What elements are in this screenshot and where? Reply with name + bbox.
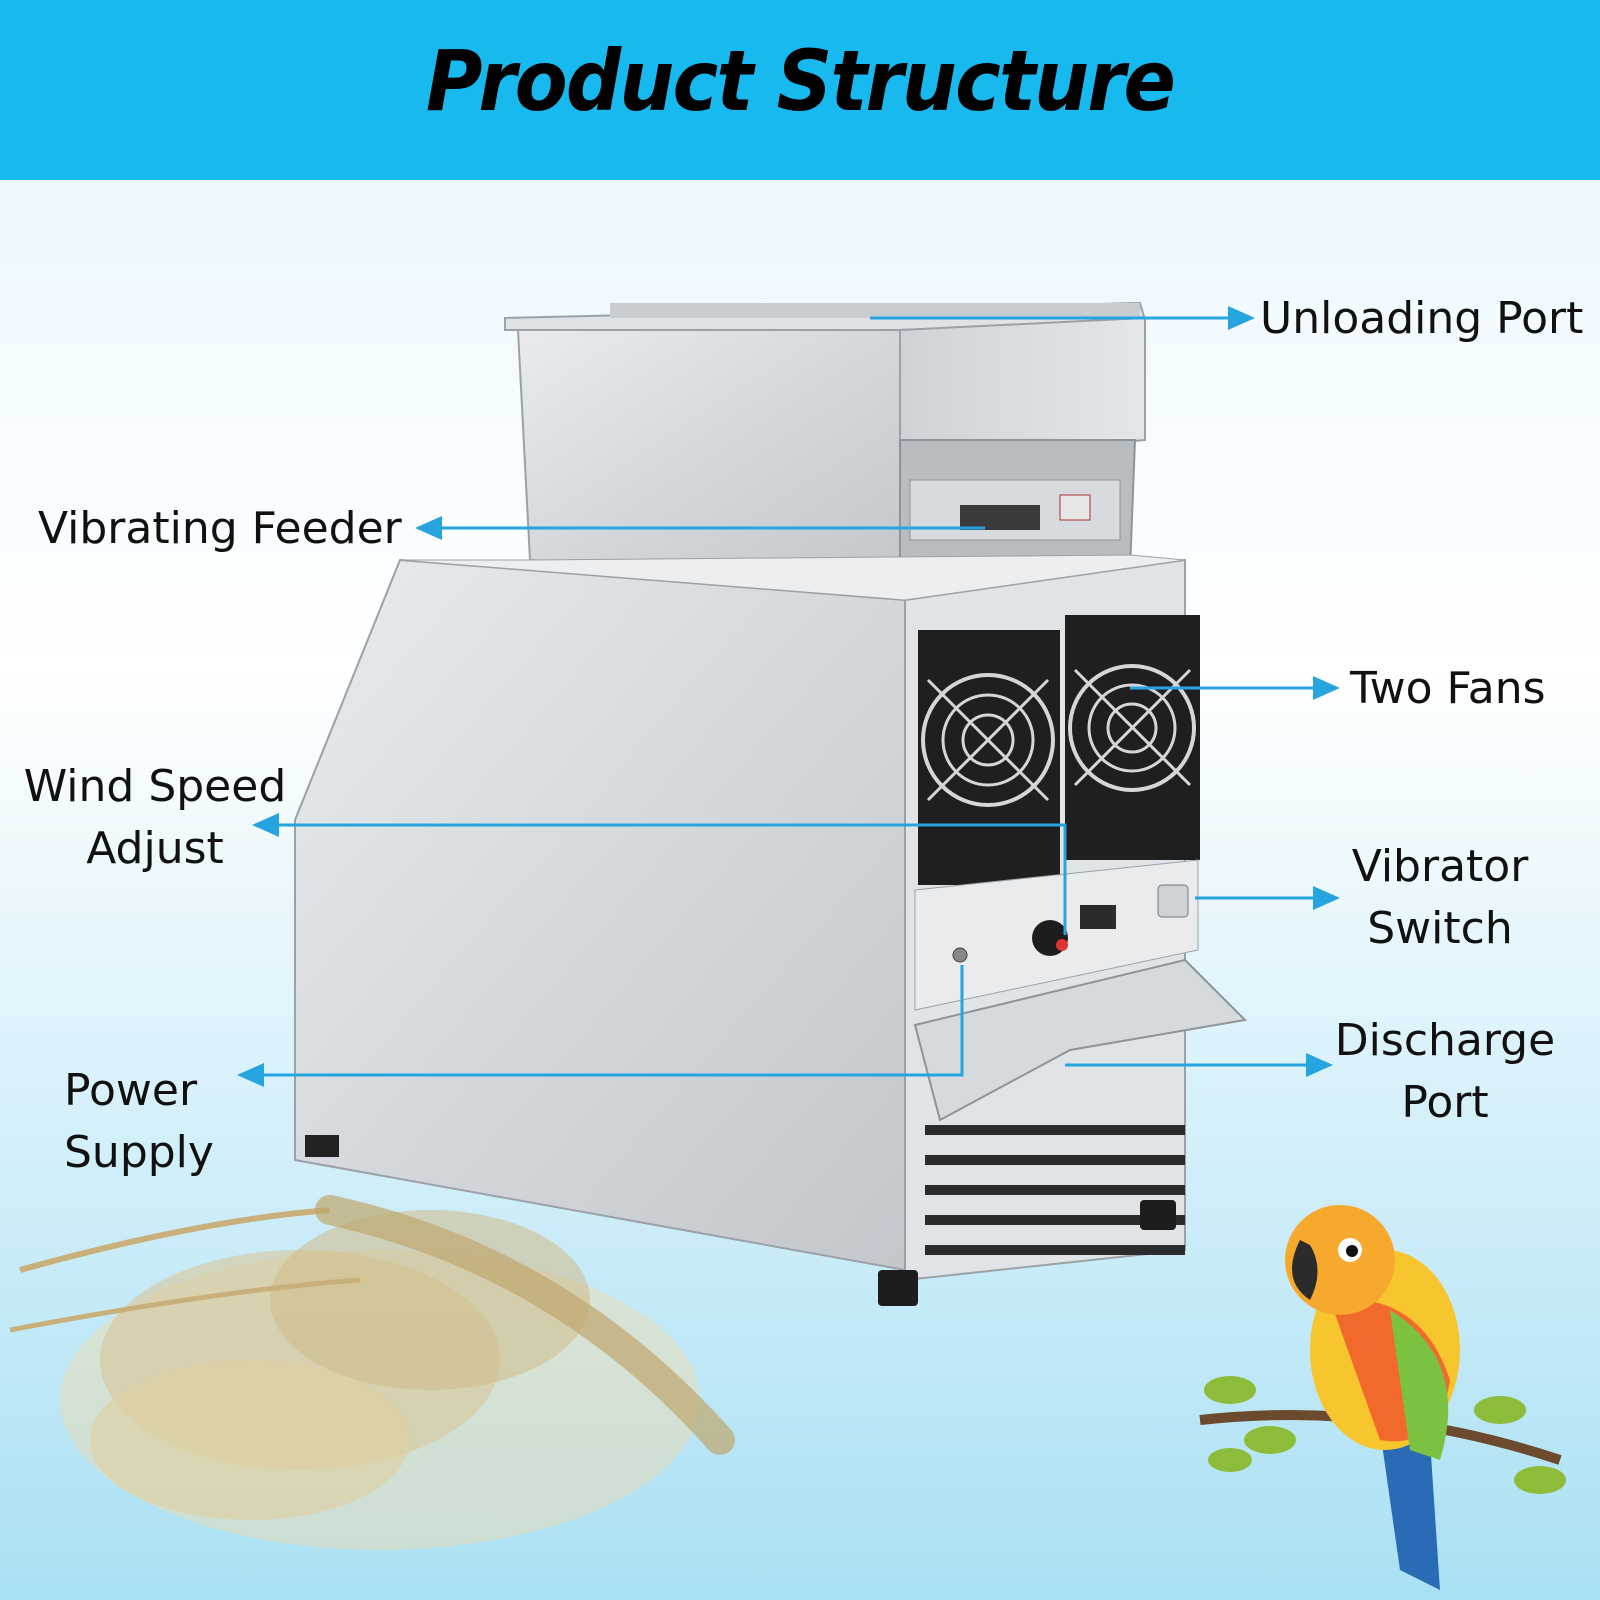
wheat-illustration: [9, 1195, 735, 1550]
label-line: Wind Speed: [23, 761, 287, 812]
label-line: Discharge: [1334, 1015, 1556, 1066]
fan-grille-icon: [918, 630, 1060, 885]
parrot-illustration: [1199, 1205, 1566, 1590]
label-two-fans: Two Fans: [1350, 663, 1546, 714]
label-line: Power: [64, 1065, 198, 1116]
label-power-supply: Power Supply: [64, 1060, 214, 1184]
label-line: Adjust: [86, 823, 224, 874]
label-line: Vibrator: [1351, 841, 1529, 892]
label-line: Switch: [1367, 903, 1513, 954]
label-wind-speed-adjust: Wind Speed Adjust: [20, 756, 290, 880]
seed-cleaning-machine: [294, 301, 1248, 1306]
rocker-switch-icon: [1157, 884, 1189, 918]
label-unloading-port: Unloading Port: [1260, 293, 1584, 344]
power-socket-icon: [952, 947, 968, 963]
fan-grille-icon: [1065, 615, 1200, 860]
label-discharge-port: Discharge Port: [1325, 1010, 1565, 1134]
leader-lines: [237, 306, 1340, 1087]
label-line: Port: [1401, 1077, 1489, 1128]
label-line: Supply: [64, 1127, 214, 1178]
label-vibrator-switch: Vibrator Switch: [1335, 836, 1545, 960]
page-title: Product Structure: [425, 32, 1176, 130]
knob-icon: [1032, 920, 1068, 956]
title-banner: Product Structure: [0, 0, 1600, 180]
label-vibrating-feeder: Vibrating Feeder: [38, 503, 402, 554]
